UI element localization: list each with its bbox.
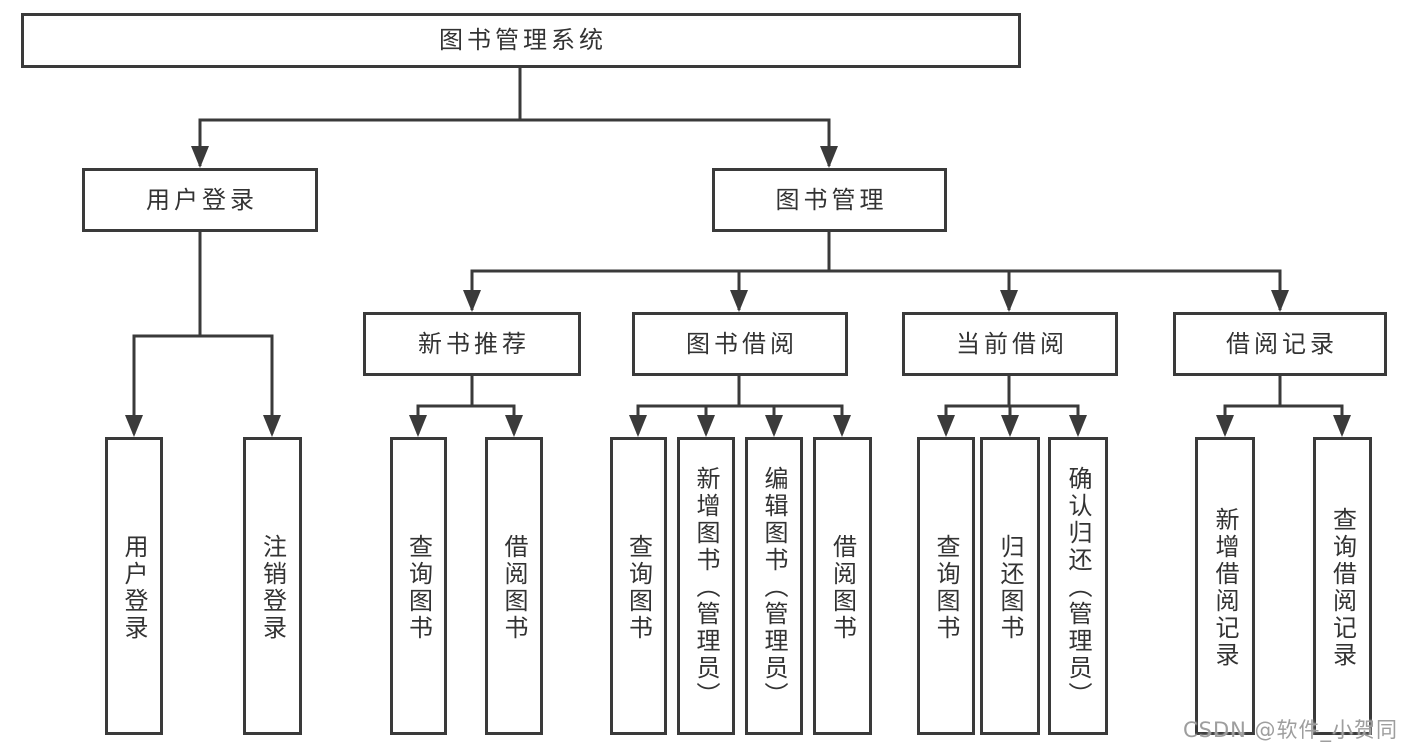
node-user-login: 用户登录 <box>82 168 318 232</box>
leaf-current-return-books: 归还图书 <box>980 437 1040 735</box>
connector-newbook-to-leaves <box>416 376 516 434</box>
leaf-borrow-borrow-books: 借阅图书 <box>813 437 872 735</box>
arrowhead-icon <box>1000 290 1018 312</box>
node-current-borrow: 当前借阅 <box>902 312 1118 376</box>
arrowhead-icon <box>463 290 481 312</box>
node-root-system: 图书管理系统 <box>21 13 1021 68</box>
arrowhead-icon <box>1069 415 1087 437</box>
leaf-current-query-books: 查询图书 <box>917 437 975 735</box>
leaf-records-query-record: 查询借阅记录 <box>1313 437 1372 735</box>
leaf-user-login: 用户登录 <box>105 437 163 735</box>
connector-borrowrecords-to-leaves <box>1223 376 1344 434</box>
node-book-management: 图书管理 <box>712 168 947 232</box>
arrowhead-icon <box>629 415 647 437</box>
arrowhead-icon <box>697 415 715 437</box>
connector-root-to-level2 <box>198 68 831 166</box>
arrowheads <box>125 146 1351 437</box>
arrowhead-icon <box>1216 415 1234 437</box>
arrowhead-icon <box>505 415 523 437</box>
arrowhead-icon <box>191 146 209 168</box>
arrowhead-icon <box>820 146 838 168</box>
arrowhead-icon <box>937 415 955 437</box>
node-borrow-records: 借阅记录 <box>1173 312 1387 376</box>
arrowhead-icon <box>125 415 143 437</box>
arrowhead-icon <box>730 290 748 312</box>
leaf-current-confirm-return-admin: 确认归还（管理员） <box>1048 437 1108 735</box>
leaf-borrow-query-books: 查询图书 <box>610 437 667 735</box>
arrowhead-icon <box>1001 415 1019 437</box>
connector-usermgmt-to-leaves <box>132 232 274 434</box>
arrowhead-icon <box>409 415 427 437</box>
connector-lines <box>132 68 1344 434</box>
csdn-watermark: CSDN @软件_小贺同学 <box>1183 718 1399 742</box>
leaf-records-add-record: 新增借阅记录 <box>1195 437 1255 735</box>
arrowhead-icon <box>263 415 281 437</box>
arrowhead-icon <box>765 415 783 437</box>
leaf-logout-login: 注销登录 <box>243 437 302 735</box>
arrowhead-icon <box>1271 290 1289 312</box>
connector-bookmgmt-to-level3 <box>470 232 1282 310</box>
leaf-newrec-borrow-books: 借阅图书 <box>485 437 543 735</box>
node-book-borrow: 图书借阅 <box>632 312 848 376</box>
leaf-newrec-query-books: 查询图书 <box>390 437 447 735</box>
connector-bookborrow-to-leaves <box>636 376 844 434</box>
arrowhead-icon <box>833 415 851 437</box>
leaf-borrow-add-books-admin: 新增图书（管理员） <box>677 437 735 735</box>
arrowhead-icon <box>1333 415 1351 437</box>
node-new-book-recommend: 新书推荐 <box>363 312 581 376</box>
leaf-borrow-edit-books-admin: 编辑图书（管理员） <box>745 437 803 735</box>
